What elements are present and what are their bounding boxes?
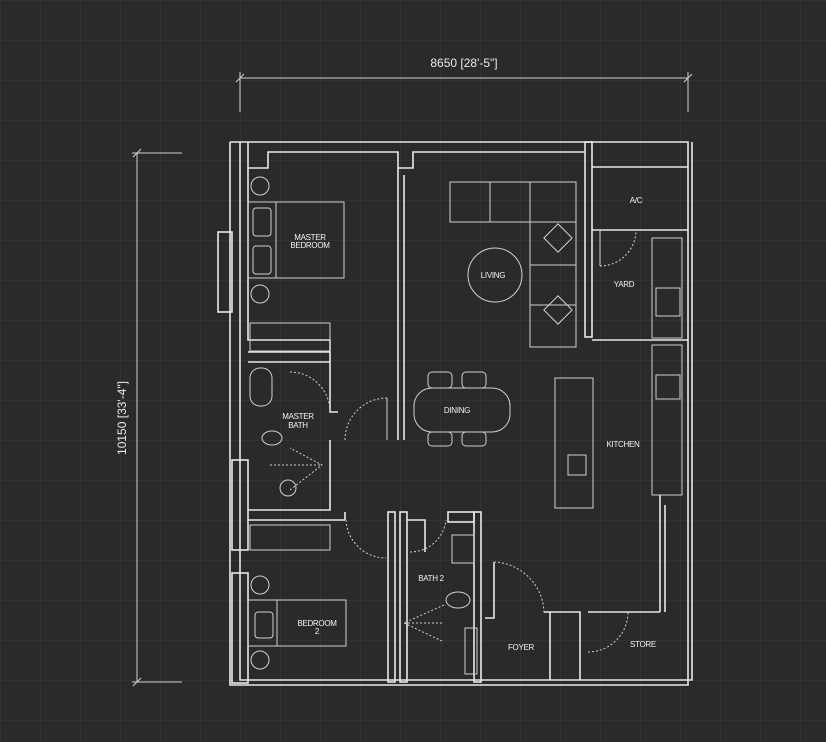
height-label: 10150 [33'-4"] [115, 381, 129, 455]
label-dining: DINING [444, 406, 470, 415]
label-master-bedroom-2: BEDROOM [290, 241, 330, 250]
label-master-bath-1: MASTER [282, 412, 314, 421]
label-ac: A/C [630, 196, 643, 205]
label-yard: YARD [614, 280, 635, 289]
label-master-bath-2: BATH [288, 421, 308, 430]
height-dimension: 10150 [33'-4"] [115, 148, 182, 687]
label-store: STORE [630, 640, 656, 649]
label-bath-2: BATH 2 [418, 574, 444, 583]
label-living: LIVING [481, 271, 506, 280]
doors [289, 229, 637, 653]
label-foyer: FOYER [508, 643, 535, 652]
width-label: 8650 [28'-5"] [430, 56, 497, 70]
room-labels: MASTER BEDROOM LIVING A/C YARD DINING MA… [282, 196, 656, 652]
label-bedroom-2-2: 2 [315, 627, 320, 636]
label-bedroom-2-1: BEDROOM [297, 619, 337, 628]
label-master-bedroom-1: MASTER [294, 233, 326, 242]
label-kitchen: KITCHEN [606, 440, 640, 449]
furniture [247, 176, 683, 675]
width-dimension: 8650 [28'-5"] [235, 56, 693, 112]
